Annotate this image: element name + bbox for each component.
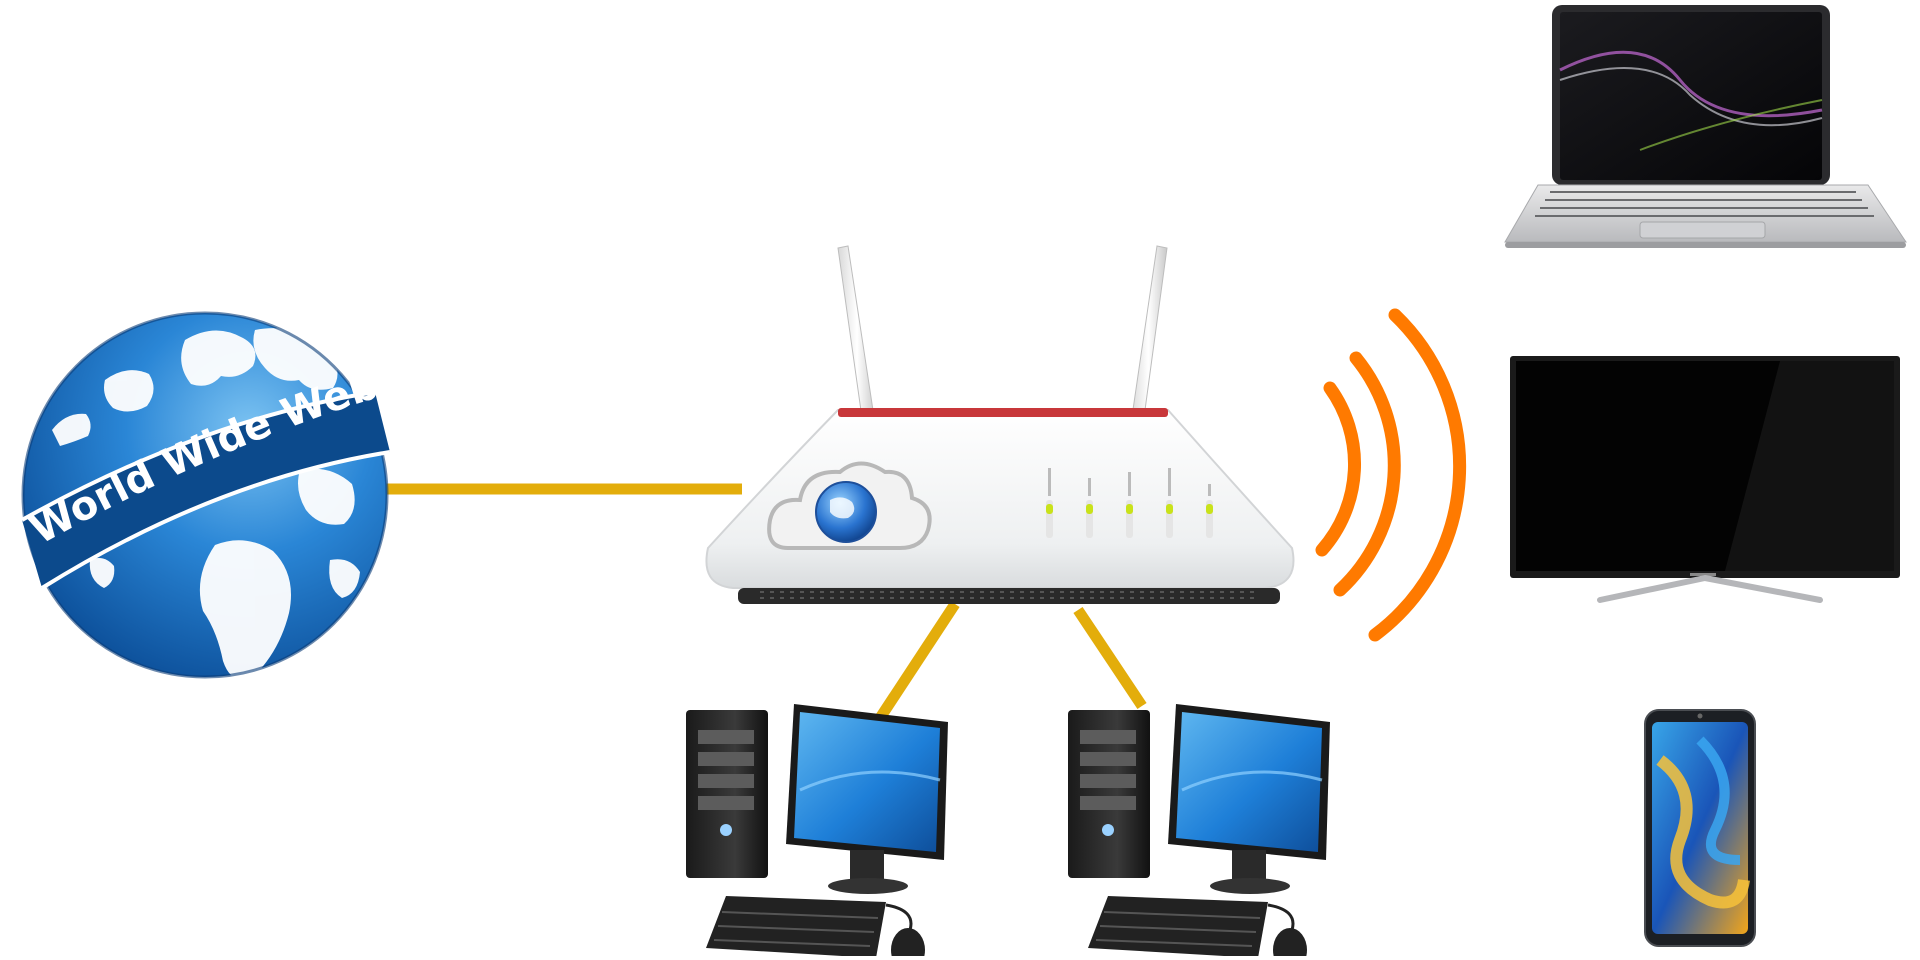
- wifi-arc-middle: [1333, 351, 1401, 597]
- globe-icon: World Wide Web: [21, 311, 391, 681]
- keyboard: [706, 896, 886, 958]
- laptop-keyboard: [1535, 191, 1874, 217]
- router-red-stripe: [838, 408, 1168, 417]
- laptop-icon: [1504, 5, 1907, 248]
- tv-stand: [1597, 575, 1823, 603]
- wifi-signal-icon: [1315, 308, 1467, 642]
- monitor-screen: [794, 712, 940, 852]
- desktop-1: [686, 704, 948, 960]
- desktop-2: [1068, 704, 1330, 960]
- television-icon: [1510, 356, 1900, 603]
- desktop-computer-icon: [686, 704, 948, 960]
- antenna-right: [1129, 245, 1168, 433]
- smartphone-icon: [1644, 709, 1756, 947]
- mouse: [1273, 928, 1307, 960]
- continents: [52, 328, 360, 681]
- mouse: [891, 928, 925, 960]
- antenna-left: [837, 245, 877, 433]
- keyboard: [1088, 896, 1268, 958]
- cloud-globe-icon: [767, 461, 932, 550]
- desktop-computer-icon: [1068, 704, 1330, 960]
- wifi-arc-outer: [1368, 308, 1467, 642]
- router-icon: [705, 245, 1295, 604]
- router-vent: [738, 588, 1280, 604]
- led-label-marks: [1048, 468, 1211, 496]
- laptop-trackpad: [1639, 221, 1766, 239]
- wifi-arc-inner: [1315, 381, 1362, 557]
- monitor: [1168, 704, 1330, 894]
- cable-router-desktop-2: [1073, 606, 1147, 710]
- monitor-screen: [1176, 712, 1322, 852]
- cable-router-desktop-1: [875, 600, 960, 722]
- router-vent-slots: [760, 591, 1260, 599]
- monitor: [786, 704, 948, 894]
- cables: [382, 483, 1147, 722]
- status-leds: [1046, 468, 1213, 538]
